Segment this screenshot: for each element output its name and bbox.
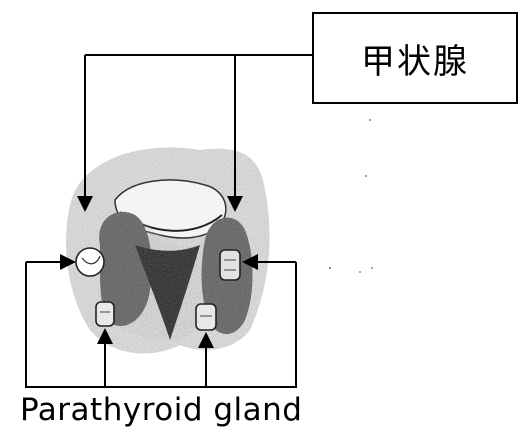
parathyroid-lower-left <box>95 301 115 327</box>
parathyroid-upper-left <box>75 247 105 277</box>
parathyroid-leader-lines <box>25 254 297 388</box>
thyroid-label: 甲状腺 <box>361 41 469 82</box>
thyroid-label-box: 甲状腺 <box>312 12 518 104</box>
thyroid-leader-lines <box>77 54 312 212</box>
parathyroid-caption: Parathyroid gland <box>20 392 303 428</box>
scan-speckles <box>329 119 373 273</box>
parathyroid-bracket <box>25 262 297 388</box>
parathyroid-upper-right <box>219 249 241 281</box>
thyroid-illustration <box>66 147 270 354</box>
parathyroid-lower-right <box>195 303 217 331</box>
